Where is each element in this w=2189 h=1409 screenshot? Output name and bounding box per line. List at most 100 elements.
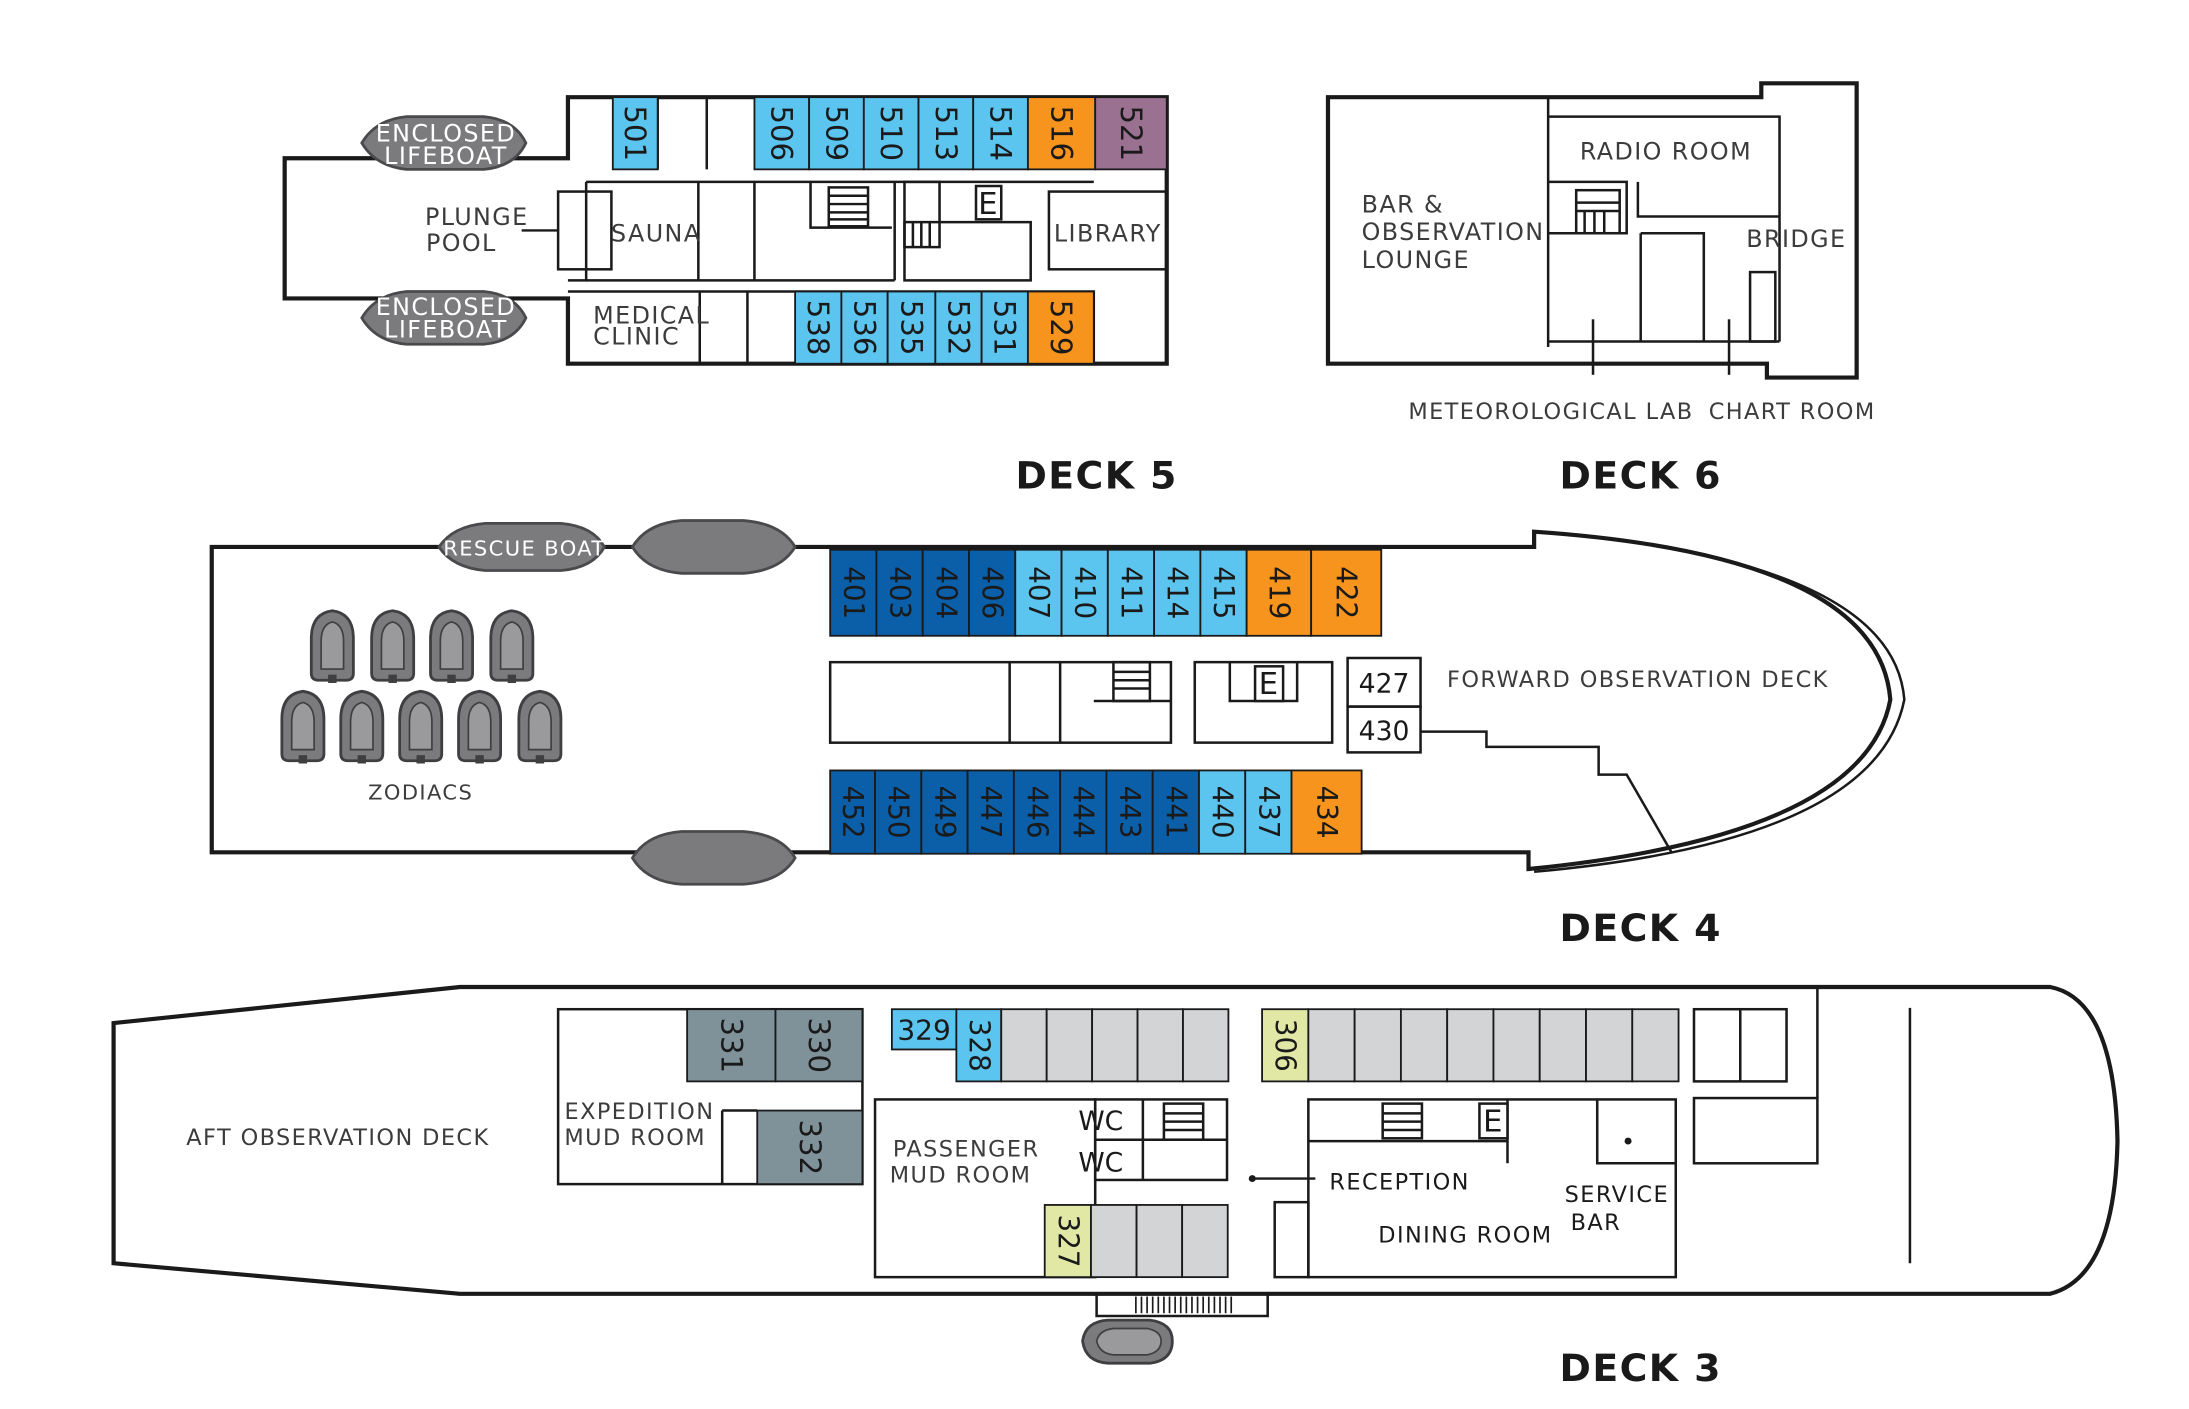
- cabin-number-506: 506: [765, 105, 799, 161]
- cabin-531[interactable]: [980, 290, 1029, 365]
- deck3-wc-2-label: WC: [1078, 1148, 1123, 1179]
- cabin-415[interactable]: [1199, 548, 1248, 637]
- deck3-grey-cabin: [1091, 1008, 1139, 1083]
- cabin-number-401: 401: [837, 566, 870, 619]
- cabin-329[interactable]: [890, 1008, 958, 1051]
- cabin-number-330: 330: [802, 1017, 836, 1073]
- cabin-443[interactable]: [1105, 769, 1154, 855]
- deck4-lifeboat-bottom: [630, 830, 797, 886]
- deck3-grey-cabin: [1353, 1008, 1402, 1083]
- cabin-number-510: 510: [874, 105, 908, 161]
- deck3-grey-cabin: [1631, 1008, 1680, 1083]
- cabin-number-516: 516: [1044, 105, 1078, 161]
- cabin-number-406: 406: [976, 566, 1009, 619]
- cabin-number-538: 538: [801, 300, 835, 356]
- cabin-401[interactable]: [829, 548, 878, 637]
- cabin-419[interactable]: [1245, 548, 1313, 637]
- cabin-447[interactable]: [966, 769, 1015, 855]
- cabin-510[interactable]: [862, 96, 920, 171]
- deck4-lifeboat-top: [630, 519, 797, 575]
- deck3-passenger-mud-room-line2: MUD ROOM: [890, 1163, 1032, 1189]
- deck6-meteorological-lab-label: METEOROLOGICAL LAB: [1408, 399, 1693, 425]
- cabin-406[interactable]: [968, 548, 1017, 637]
- cabin-536[interactable]: [840, 290, 889, 365]
- deck4-zodiacs-group: [280, 609, 563, 764]
- cabin-number-446: 446: [1020, 786, 1053, 839]
- deck3-grey-cabin: [1045, 1008, 1094, 1083]
- deck5-elevator-label: E: [978, 187, 999, 222]
- cabin-number-535: 535: [894, 300, 928, 356]
- cabin-331[interactable]: [686, 1008, 777, 1083]
- cabin-number-414: 414: [1161, 566, 1194, 619]
- deck5-medical-clinic-line2: CLINIC: [593, 322, 680, 350]
- cabin-440[interactable]: [1198, 769, 1247, 855]
- cabin-513[interactable]: [917, 96, 975, 171]
- deck4-rescue-boat: [437, 521, 606, 572]
- cabin-number-536: 536: [847, 300, 881, 356]
- cabin-501[interactable]: [611, 96, 659, 171]
- cabin-number-443: 443: [1113, 786, 1146, 839]
- cabin-521[interactable]: [1094, 96, 1168, 171]
- deck3-dining-room-label: DINING ROOM: [1378, 1223, 1552, 1249]
- cabin-506[interactable]: [753, 96, 811, 171]
- cabin-number-407: 407: [1022, 566, 1055, 619]
- deck6-bar-line3: LOUNGE: [1362, 246, 1470, 274]
- cabin-number-437: 437: [1252, 786, 1285, 839]
- cabin-number-521: 521: [1114, 105, 1148, 161]
- cabin-number-529: 529: [1044, 300, 1078, 356]
- deck3-grey-cabin: [1399, 1008, 1449, 1083]
- cabin-328[interactable]: [955, 1008, 1003, 1083]
- cabin-404[interactable]: [921, 548, 970, 637]
- deck3-elevator-label: E: [1483, 1105, 1504, 1140]
- deck5-medical-clinic-line1: MEDICAL: [593, 302, 710, 330]
- cabin-number-332: 332: [793, 1120, 827, 1176]
- cabin-410[interactable]: [1060, 548, 1109, 637]
- cabin-number-329: 329: [897, 1014, 951, 1047]
- deck4-rescue-boat-label: RESCUE BOAT: [443, 536, 605, 560]
- deck3-title: DECK 3: [1560, 1346, 1722, 1390]
- cabin-532[interactable]: [934, 290, 983, 365]
- cabin-538[interactable]: [794, 290, 843, 365]
- zodiac-6: [339, 689, 385, 764]
- cabin-number-411: 411: [1114, 566, 1147, 619]
- cabin-434[interactable]: [1290, 769, 1363, 855]
- cabin-411[interactable]: [1106, 548, 1156, 637]
- deck5-enclosed-lifeboat-bottom: [360, 290, 528, 346]
- cabin-509[interactable]: [808, 96, 865, 171]
- cabin-446[interactable]: [1012, 769, 1062, 855]
- cabin-327[interactable]: [1043, 1204, 1092, 1279]
- cabin-422[interactable]: [1310, 548, 1383, 637]
- cabin-number-444: 444: [1067, 786, 1100, 839]
- deck6-plan: BAR & OBSERVATION LOUNGE RADIO ROOM BRID…: [1325, 81, 1876, 498]
- cabin-529[interactable]: [1026, 290, 1095, 365]
- deck3-grey-cabin: [1585, 1008, 1634, 1083]
- cabin-number-327: 327: [1051, 1215, 1084, 1268]
- cabin-516[interactable]: [1026, 96, 1097, 171]
- cabin-452[interactable]: [829, 769, 876, 855]
- deck3-passenger-mud-room-line1: PASSENGER: [893, 1136, 1040, 1162]
- deck3-aft-observation-deck-label: AFT OBSERVATION DECK: [186, 1125, 489, 1151]
- zodiac-3: [429, 609, 474, 683]
- deck5-enclosed-lifeboat-top: [360, 115, 528, 171]
- zodiac-8: [457, 689, 503, 764]
- cabin-535[interactable]: [886, 290, 937, 365]
- cabin-330[interactable]: [774, 1008, 864, 1083]
- cabin-332[interactable]: [756, 1109, 864, 1186]
- deck5-lifeboat-bottom-line2: LIFEBOAT: [384, 315, 508, 343]
- cabin-number-422: 422: [1330, 566, 1363, 619]
- deck4-forward-observation-deck-label: FORWARD OBSERVATION DECK: [1447, 667, 1829, 693]
- cabin-number-403: 403: [883, 566, 916, 619]
- deck3-grey-cabin: [1538, 1008, 1587, 1083]
- cabin-407[interactable]: [1014, 548, 1063, 637]
- deck6-chart-room-label: CHART ROOM: [1709, 399, 1876, 425]
- cabin-number-449: 449: [928, 786, 961, 839]
- zodiac-1: [309, 609, 355, 683]
- cabin-number-434: 434: [1310, 786, 1343, 839]
- deck3-expedition-mud-room-line1: EXPEDITION: [565, 1099, 715, 1125]
- deck5-sauna-label: SAUNA: [611, 220, 701, 248]
